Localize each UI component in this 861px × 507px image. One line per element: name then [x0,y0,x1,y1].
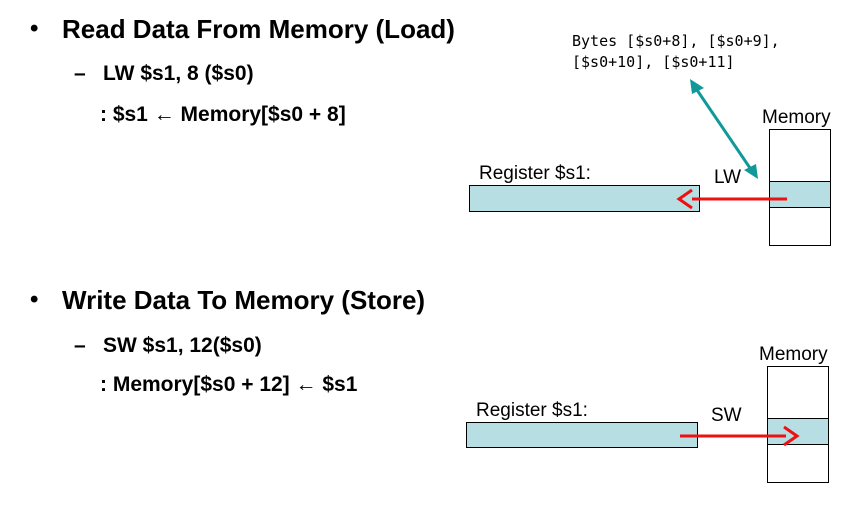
bytes-pointer-shaft [695,89,752,169]
store-effect: : Memory[$s0 + 12] ← $s1 [100,373,358,396]
bytes-pointer-head-top [690,79,704,94]
load-instruction: LW $s1, 8 ($s0) [103,62,254,85]
load-title: Read Data From Memory (Load) [62,14,455,44]
load-op-label: LW [714,167,742,188]
load-bullet: • [30,15,39,42]
store-dash: – [74,334,86,357]
store-title: Write Data To Memory (Store) [62,285,426,315]
load-arrow-head [676,188,693,210]
load-effect: : $s1 ← Memory[$s0 + 8] [100,103,346,126]
load-register-label: Register $s1: [479,163,591,184]
load-register-box [469,185,700,212]
load-data-arrow [676,188,787,210]
store-op-label: SW [711,405,742,426]
load-memory-cell [769,181,831,208]
bytes-pointer-head-bottom [744,164,758,179]
store-arrow-head [783,425,800,447]
store-data-arrow [680,425,800,447]
store-memory-cell [767,418,829,445]
bytes-note: Bytes [$s0+8], [$s0+9], [$s0+10], [$s0+1… [572,32,780,71]
bytes-pointer-arrow [690,79,758,179]
load-dash: – [74,62,86,85]
store-register-label: Register $s1: [476,400,588,421]
store-bullet: • [30,286,39,313]
store-register-box [466,422,698,448]
store-memory-label: Memory [759,344,828,365]
store-instruction: SW $s1, 12($s0) [103,334,262,357]
load-memory-label: Memory [762,107,831,128]
